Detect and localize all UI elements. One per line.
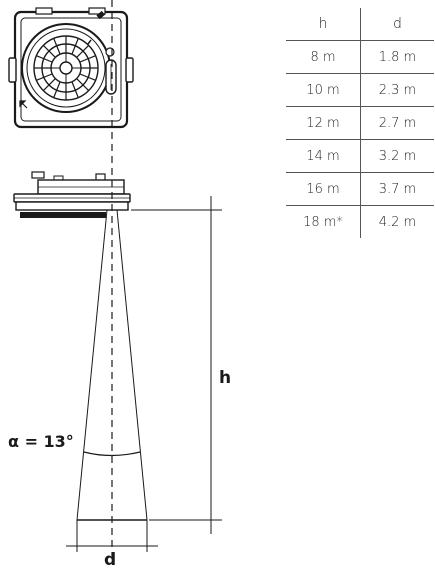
arrow-icon	[19, 100, 28, 109]
cell-height: 16 m	[286, 172, 361, 206]
table-row: 12 m 2.7 m	[286, 106, 434, 140]
cell-diameter: 3.7 m	[360, 172, 434, 206]
cell-height: 18 m*	[286, 205, 361, 238]
table-row: 14 m 3.2 m	[286, 139, 434, 173]
cell-height: 14 m	[286, 139, 361, 173]
cell-diameter: 3.2 m	[360, 139, 434, 173]
diameter-label: d	[104, 550, 117, 570]
table-row: 10 m 2.3 m	[286, 73, 434, 107]
table-row: 18 m* 4.2 m	[286, 205, 434, 238]
cell-diameter: 2.3 m	[360, 73, 434, 107]
column-header-h: h	[286, 8, 361, 41]
height-dimension	[131, 196, 222, 534]
sensor-side-view	[13, 171, 131, 218]
cell-height: 12 m	[286, 106, 361, 140]
lock-icon	[96, 10, 105, 20]
cell-diameter: 4.2 m	[378, 214, 417, 230]
cell-diameter: 2.7 m	[360, 106, 434, 140]
sensor-top-view	[8, 7, 134, 129]
cell-height: 8 m	[286, 40, 361, 74]
height-label: h	[219, 368, 232, 388]
table-row: 8 m 1.8 m	[286, 40, 434, 74]
height-diameter-table: h d 8 m 1.8 m 10 m 2.3 m 12 m 2.7 m 14 m…	[286, 8, 434, 238]
diameter-dimension	[66, 520, 158, 552]
column-header-d: d	[360, 8, 434, 41]
angle-label: α = 13°	[8, 432, 74, 451]
cell-diameter: 1.8 m	[360, 40, 434, 74]
cell-height: 10 m	[286, 73, 361, 107]
table-header-row: h d	[286, 8, 434, 41]
table-row: 16 m 3.7 m	[286, 172, 434, 206]
